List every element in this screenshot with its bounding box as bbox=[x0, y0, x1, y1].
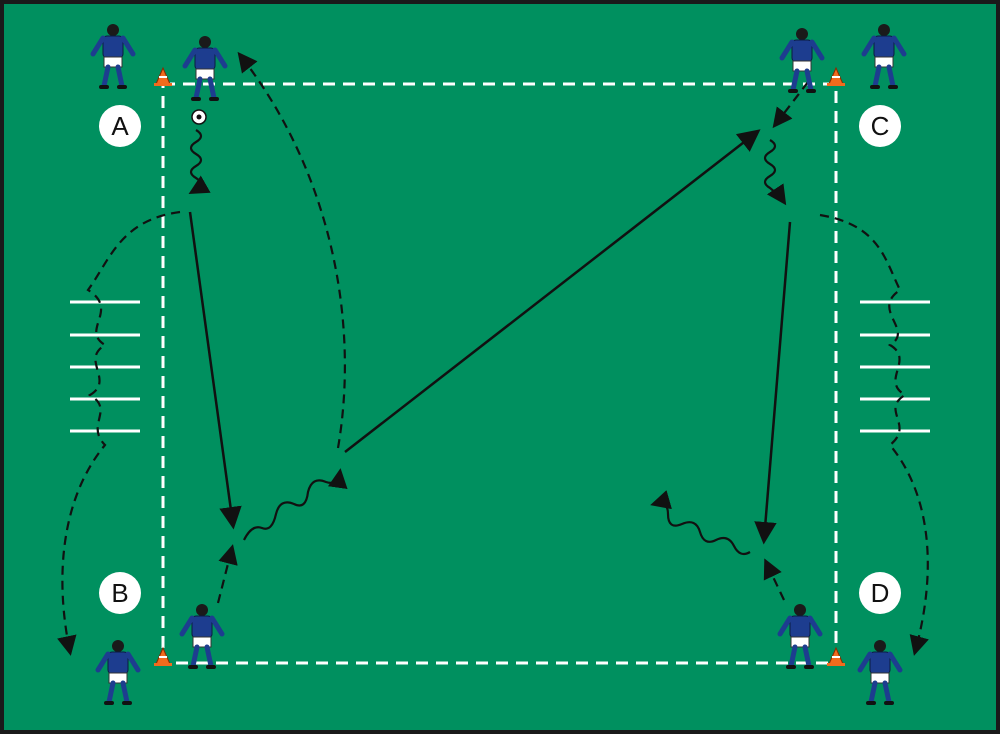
label-c: C bbox=[859, 105, 901, 147]
pass-arrow bbox=[344, 129, 761, 453]
run-arrow bbox=[57, 210, 181, 656]
dribble-arrow bbox=[763, 139, 787, 206]
label-d: D bbox=[859, 572, 901, 614]
hurdles-right bbox=[860, 300, 930, 433]
run-arrow bbox=[772, 81, 809, 129]
label-a-text: A bbox=[111, 111, 129, 141]
grid-boundary bbox=[161, 82, 838, 665]
pass-arrow bbox=[188, 211, 242, 530]
label-c-text: C bbox=[871, 111, 890, 141]
run-arrow bbox=[237, 51, 346, 449]
dribble-arrow bbox=[650, 490, 751, 556]
label-a: A bbox=[99, 105, 141, 147]
run-arrow bbox=[763, 558, 785, 601]
run-arrow bbox=[216, 544, 238, 604]
label-b: B bbox=[99, 572, 141, 614]
dribble-arrow bbox=[188, 129, 211, 194]
pass-arrow bbox=[754, 221, 792, 545]
run-arrow bbox=[819, 213, 929, 656]
hurdles-left bbox=[70, 300, 140, 433]
dribble-arrow bbox=[243, 468, 348, 541]
pitch bbox=[4, 4, 996, 730]
label-b-text: B bbox=[111, 578, 128, 608]
label-d-text: D bbox=[871, 578, 890, 608]
soccer-ball-icon bbox=[191, 109, 207, 125]
